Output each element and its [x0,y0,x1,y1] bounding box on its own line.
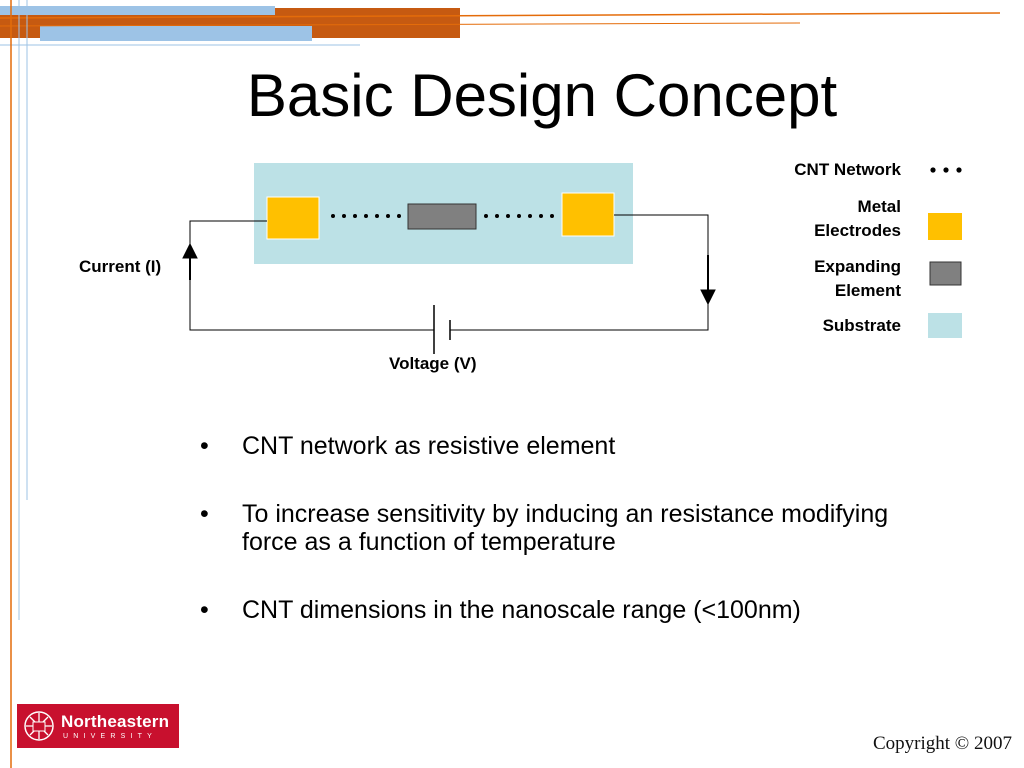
current-label: Current (I) [79,257,162,276]
expanding-element [407,203,477,230]
logo-subtitle: UNIVERSITY [63,733,158,740]
bullet-item: To increase sensitivity by inducing an r… [200,500,920,556]
battery-symbol [433,305,451,354]
bullet-item: CNT dimensions in the nanoscale range (<… [200,596,920,624]
seal-icon [24,711,54,741]
legend-dots-icon [930,167,962,173]
current-arrow-down [700,255,716,306]
legend-label-cnt-network: CNT Network [794,160,901,179]
bullet-list: CNT network as resistive element To incr… [200,432,920,664]
current-arrow-up [182,242,198,280]
bullet-item: CNT network as resistive element [200,432,920,460]
left-electrode [266,196,320,240]
cnt-network-right [484,214,554,218]
legend-label-expanding-element: Expanding Element [814,257,901,300]
logo-name: Northeastern [61,712,170,731]
legend-swatch-substrate [928,313,962,338]
legend-swatch-electrode [928,213,962,240]
cnt-network-left [331,214,401,218]
legend-label-substrate: Substrate [822,316,901,335]
legend-swatch-expanding [929,261,962,286]
northeastern-logo: Northeastern UNIVERSITY [17,704,179,748]
voltage-label: Voltage (V) [389,354,477,373]
legend-label-metal-electrodes: Metal Electrodes [814,197,901,240]
page-title: Basic Design Concept [246,62,838,129]
copyright-text: Copyright © 2007 [873,733,1012,754]
